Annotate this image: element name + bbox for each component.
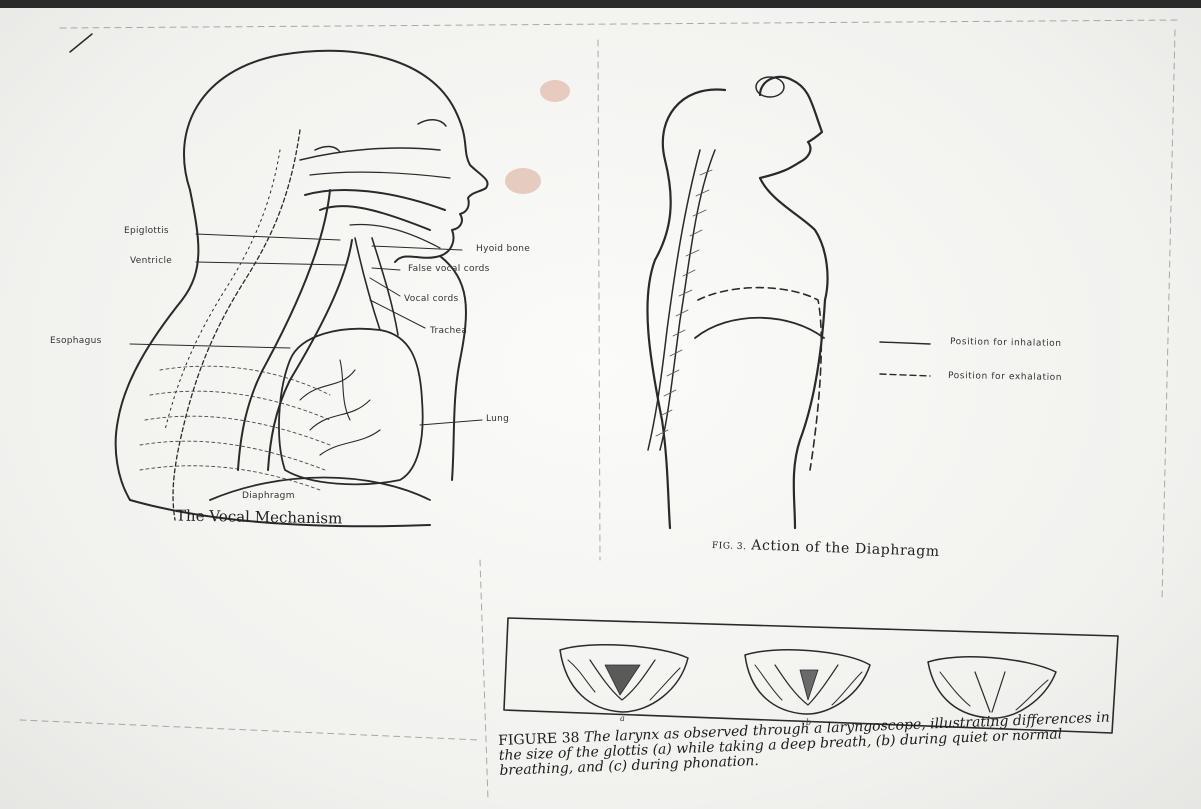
diaphragm-drawing bbox=[647, 77, 827, 528]
legend-inhalation: Position for inhalation bbox=[950, 337, 1062, 349]
exhalation-legend-line bbox=[880, 374, 930, 376]
legend-exhalation: Position for exhalation bbox=[948, 371, 1062, 383]
larynx-view-b bbox=[745, 650, 870, 714]
larynx-view-c bbox=[928, 657, 1056, 718]
inhalation-legend-line bbox=[880, 342, 930, 344]
label-false-vocal-cords: False vocal cords bbox=[408, 264, 490, 274]
vocal-mechanism-title: The Vocal Mechanism bbox=[176, 507, 343, 528]
label-vocal-cords: Vocal cords bbox=[404, 294, 459, 304]
pen-mark bbox=[70, 34, 92, 52]
label-epiglottis: Epiglottis bbox=[124, 226, 169, 236]
label-ventricle: Ventricle bbox=[130, 256, 172, 266]
label-esophagus: Esophagus bbox=[50, 336, 102, 346]
label-trachea: Trachea bbox=[430, 326, 467, 336]
larynx-view-a bbox=[560, 645, 688, 712]
label-lung: Lung bbox=[486, 414, 509, 424]
label-hyoid-bone: Hyoid bone bbox=[476, 244, 530, 254]
page-rules bbox=[20, 20, 1180, 800]
label-diaphragm: Diaphragm bbox=[242, 491, 295, 501]
vocal-mechanism-drawing bbox=[116, 51, 488, 526]
diaphragm-figure-number: FIG. 3. bbox=[712, 541, 747, 552]
larynx-sublabel-a: a bbox=[620, 714, 625, 723]
